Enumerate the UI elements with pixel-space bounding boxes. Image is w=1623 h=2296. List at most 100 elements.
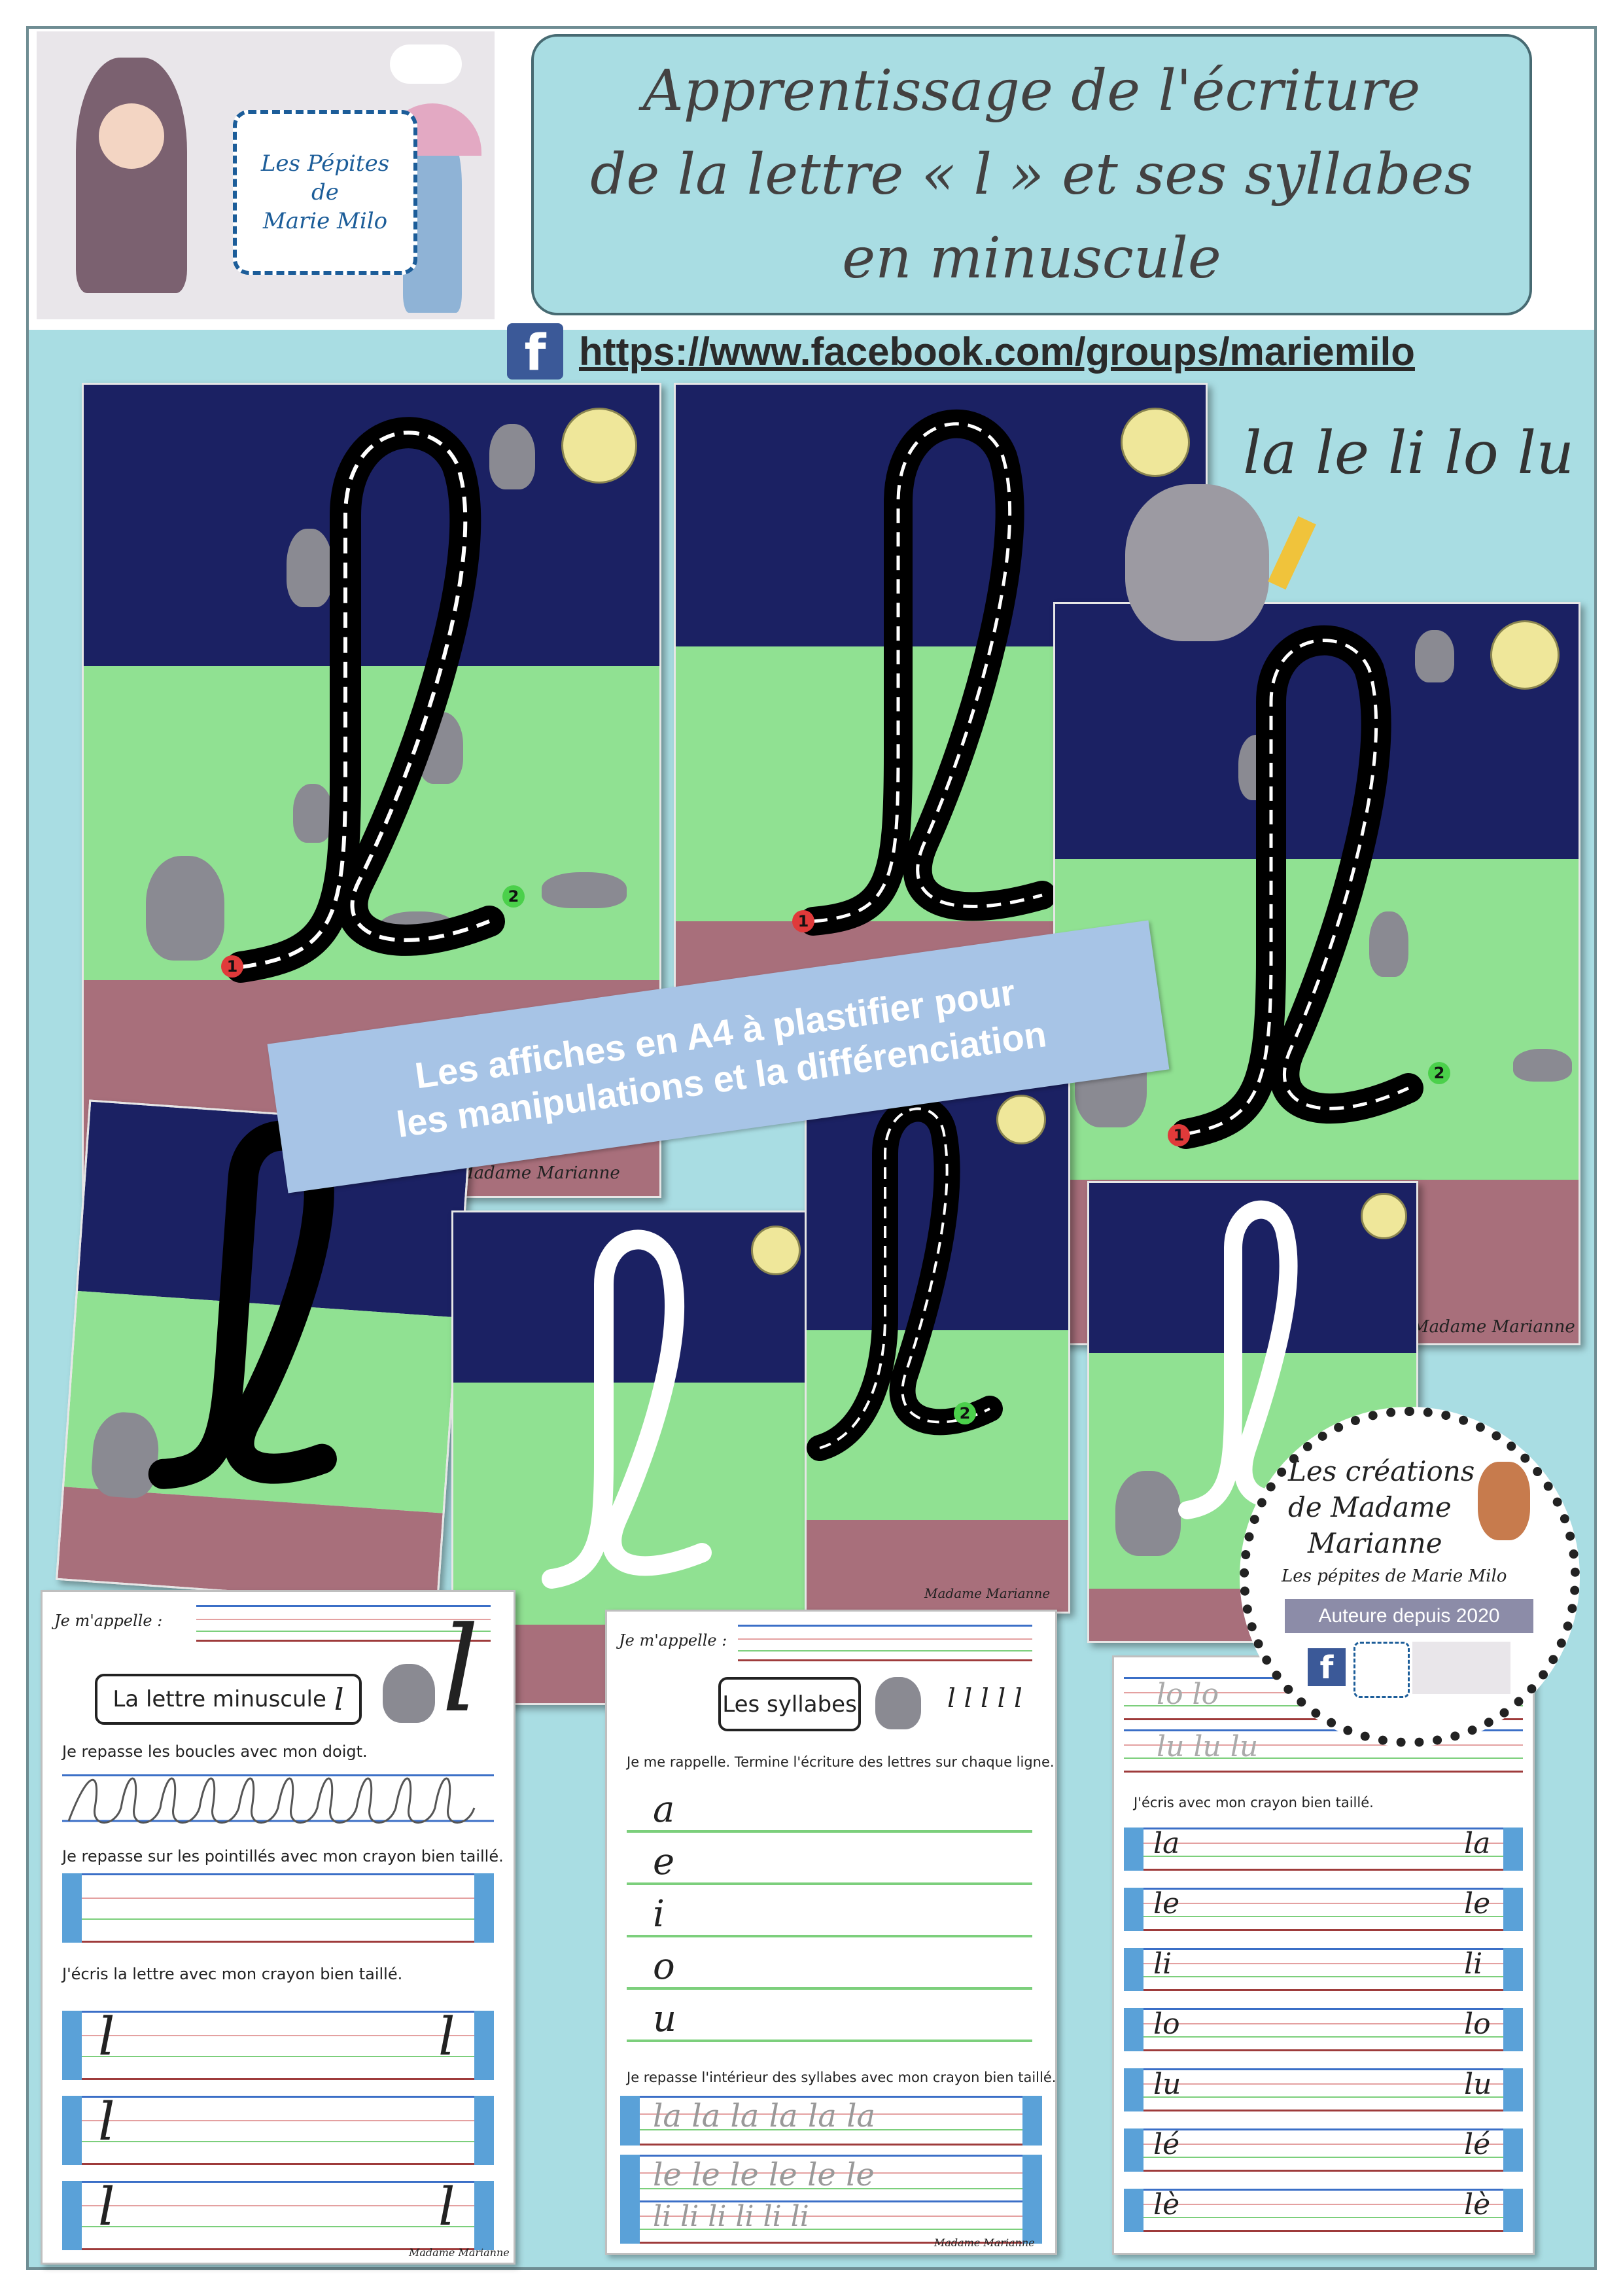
worksheet-writing: lo lo lu lu lu J'écris avec mon crayon b… xyxy=(1112,1655,1535,2255)
wolf-icon xyxy=(287,529,332,607)
facebook-link[interactable]: https://www.facebook.com/groups/mariemil… xyxy=(579,329,1415,374)
title-box: Apprentissage de l'écriture de la lettre… xyxy=(531,34,1532,315)
row-end-letter: l xyxy=(438,2006,455,2067)
step-2-instruction: Je repasse l'intérieur des syllabes avec… xyxy=(627,2070,1056,2085)
author-avatar xyxy=(1478,1462,1530,1540)
writing-row: l xyxy=(62,2091,494,2165)
letter-l-white xyxy=(1178,1200,1327,1519)
moon-icon xyxy=(751,1226,801,1275)
row-model-syllable: le xyxy=(1153,1887,1180,1920)
row-end-syllable: lo xyxy=(1464,2007,1491,2041)
step-1-marker: 1 xyxy=(1168,1124,1190,1146)
ground-area xyxy=(807,1520,1068,1612)
syllable-trace-row: la la la la la la xyxy=(620,2096,1042,2146)
moon-icon xyxy=(1121,408,1190,477)
facebook-icon[interactable]: f xyxy=(507,323,563,381)
writing-row: lu lu xyxy=(1124,2068,1523,2111)
vowel-row-line xyxy=(627,1987,1032,1990)
loop-tracing-row xyxy=(62,1774,494,1824)
syllable-trace-row: li li li li li li xyxy=(620,2200,1042,2244)
facebook-icon: f xyxy=(1308,1648,1346,1686)
syllables-heading: la le li lo lu xyxy=(1243,419,1575,487)
syllable-trace-text: lu lu lu xyxy=(1157,1730,1259,1763)
row-model-syllable: lo xyxy=(1153,2007,1180,2041)
row-model-syllable: lè xyxy=(1153,2188,1180,2221)
letter-l-track xyxy=(807,1095,1003,1461)
facebook-row: f https://www.facebook.com/groups/mariem… xyxy=(507,322,1488,381)
step-2-marker: 2 xyxy=(954,1402,976,1424)
step-1-instruction: Je me rappelle. Termine l'écriture des l… xyxy=(627,1754,1055,1770)
step-2-instruction: Je repasse sur les pointillés avec mon c… xyxy=(62,1847,504,1865)
wolf-icon xyxy=(1415,630,1454,682)
row-model-syllable: li xyxy=(1153,1947,1172,1981)
dotted-trace-row xyxy=(62,1873,494,1943)
title-letters: l l l l l xyxy=(947,1684,1022,1714)
letter-l-thick xyxy=(148,1120,337,1489)
writing-row: li li xyxy=(1124,1947,1523,1991)
vowel-row-line xyxy=(627,1830,1032,1833)
writing-rows: la la le le li li lo lo lu lu lé lé lè l… xyxy=(1124,1827,1523,2246)
worksheet-title: La lettre minuscule xyxy=(113,1686,326,1712)
row-end-syllable: lu xyxy=(1464,2068,1492,2101)
row-model-letter: l xyxy=(98,2006,115,2067)
moon-icon xyxy=(561,408,637,484)
girl-illustration-left xyxy=(76,58,187,293)
wolf-sleeping-icon xyxy=(542,872,627,908)
worksheet-letter: Je m'appelle : La lettre minuscule l l J… xyxy=(41,1590,515,2265)
name-label: Je m'appelle : xyxy=(619,1631,727,1650)
step-2-marker: 2 xyxy=(502,885,525,908)
credit-text: Madame Marianne xyxy=(409,2246,510,2259)
letter-l-track xyxy=(225,417,505,983)
letter-l-white xyxy=(542,1229,712,1589)
step-2-marker: 2 xyxy=(1428,1062,1450,1084)
row-end-letter: l xyxy=(438,2176,455,2237)
vowel-a: a xyxy=(653,1788,675,1831)
vowel-u: u xyxy=(653,1998,677,2040)
row-model-syllable: lé xyxy=(1153,2128,1180,2161)
name-line xyxy=(196,1605,491,1642)
row-model-letter: l xyxy=(98,2176,115,2237)
vowel-row-line xyxy=(627,2040,1032,2042)
worksheet-syllables: Je m'appelle : Les syllabes l l l l l Je… xyxy=(605,1610,1057,2255)
row-end-syllable: lè xyxy=(1464,2188,1491,2221)
stamp-line-3: Marianne xyxy=(1308,1527,1442,1559)
step-1-instruction: Je repasse les boucles avec mon doigt. xyxy=(62,1742,368,1761)
wolf-icon xyxy=(1369,911,1408,977)
credit-text: Madame Marianne xyxy=(457,1163,620,1183)
logo-line-1: Les Pépites xyxy=(260,150,390,177)
writing-row: lé lé xyxy=(1124,2128,1523,2172)
row-model-letter: l xyxy=(98,2091,115,2152)
cloud-icon xyxy=(390,44,462,84)
stamp-line-1: Les créations xyxy=(1288,1455,1475,1487)
writing-row: l l xyxy=(62,2006,494,2080)
wolf-icon xyxy=(875,1677,921,1729)
name-line xyxy=(738,1625,1032,1661)
credit-text: Madame Marianne xyxy=(1412,1317,1575,1337)
stamp-line-4: Les pépites de Marie Milo xyxy=(1282,1566,1507,1586)
vowel-rows: a e i o u xyxy=(627,1788,1032,2063)
stamp-line-2: de Madame xyxy=(1288,1491,1452,1523)
wolf-mascot-icon xyxy=(1125,484,1269,641)
step-3-instruction: J'écris avec mon crayon bien taillé. xyxy=(1134,1795,1374,1810)
syllable-trace-text: li li li li li li xyxy=(653,2200,809,2233)
logo-line-3: Marie Milo xyxy=(262,208,388,234)
wolf-icon xyxy=(293,784,332,843)
writing-row: la la xyxy=(1124,1827,1523,1871)
syllable-trace-row: le le le le le le xyxy=(620,2155,1042,2204)
writing-row: lo lo xyxy=(1124,2007,1523,2051)
syllable-trace-text: la la la la la la xyxy=(653,2098,876,2134)
syllable-trace-text: le le le le le le xyxy=(653,2157,875,2193)
worksheet-title-box: Les syllabes xyxy=(718,1677,861,1731)
worksheet-title-box: La lettre minuscule l xyxy=(95,1674,362,1725)
vowel-row-line xyxy=(627,1935,1032,1937)
credit-text: Madame Marianne xyxy=(934,2236,1035,2249)
wolf-sitting-icon xyxy=(1115,1471,1181,1556)
letter-l-track xyxy=(799,409,1056,936)
author-stamp: Les créations de Madame Marianne Les pép… xyxy=(1240,1407,1580,1747)
syllable-trace-text: lo lo xyxy=(1157,1678,1219,1711)
wolf-icon xyxy=(489,424,535,489)
vowel-o: o xyxy=(653,1945,675,1988)
name-label: Je m'appelle : xyxy=(54,1612,163,1630)
wolf-sitting-icon xyxy=(146,856,224,961)
step-1-marker: 1 xyxy=(792,910,814,932)
